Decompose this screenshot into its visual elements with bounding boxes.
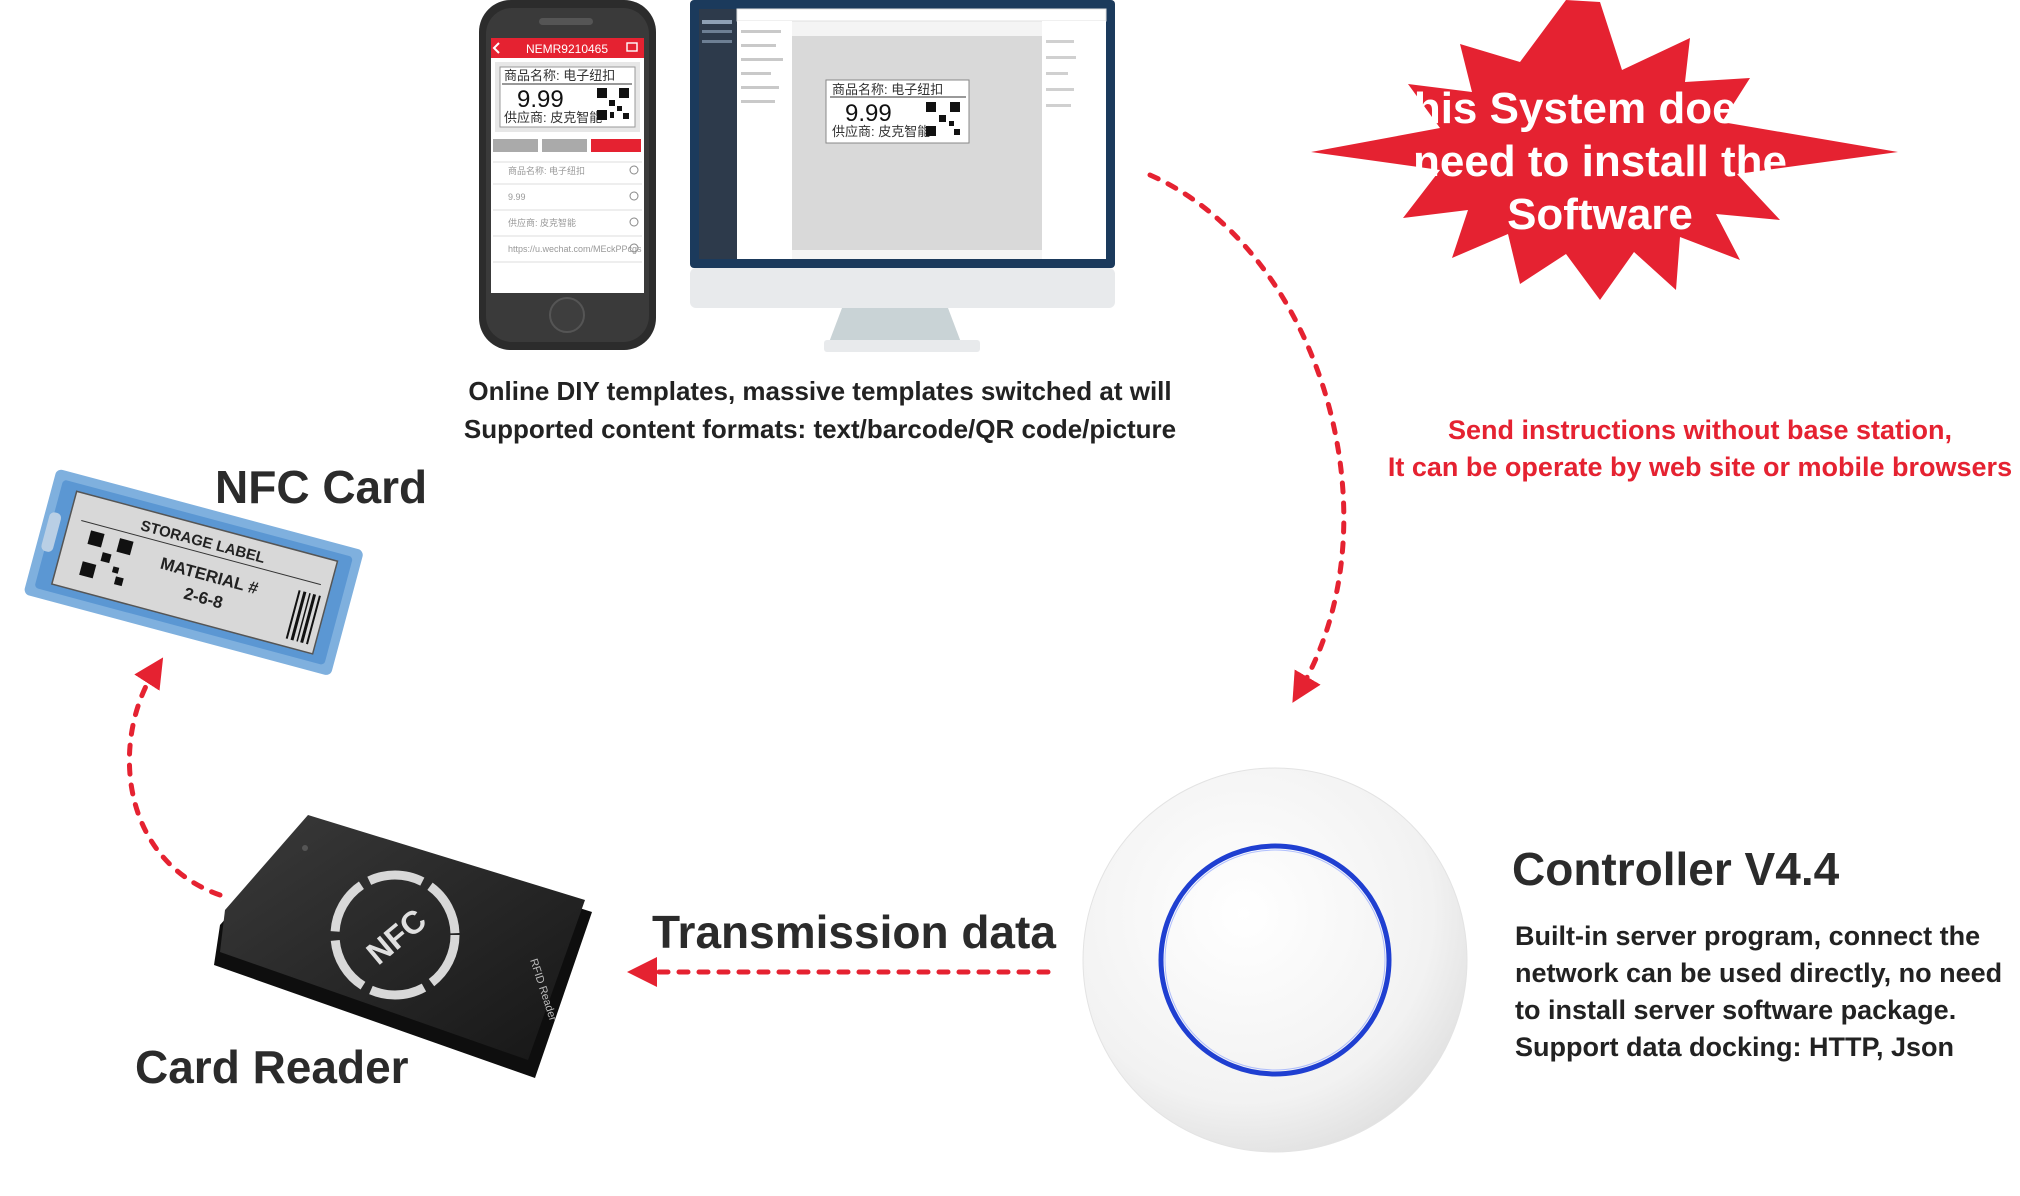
arrow-cloud-to-controller [1147,172,1347,703]
qr-code-icon [926,102,960,136]
clear-icon[interactable] [629,243,639,253]
phone-tab-3[interactable] [591,139,641,152]
devices-caption: Online DIY templates, massive templates … [380,372,1260,448]
book-icon[interactable] [626,42,638,52]
app-sidebar [699,9,737,259]
phone-title-bar [491,38,644,58]
clear-icon[interactable] [629,191,639,201]
controller-device [1082,767,1468,1153]
back-icon[interactable] [492,42,500,54]
starburst-text: This System doesn't need to install the … [1350,82,1850,241]
monitor-mockup: 商品名称: 电子纽扣 9.99 供应商: 皮克智能 [690,0,1115,352]
phone-title: NEMR9210465 [526,42,608,56]
controller-title: Controller V4.4 [1512,843,1840,895]
clear-icon[interactable] [629,165,639,175]
home-button[interactable] [549,297,585,333]
phone-tab-2[interactable] [542,139,587,152]
card-reader-title: Card Reader [135,1041,409,1093]
controller-desc-line-4: Support data docking: HTTP, Json [1515,1032,1955,1062]
phone-mockup: NEMR9210465 商品名称: 电子纽扣 9.99 供应商: 皮克智能 商品… [479,0,656,350]
phone-label-supplier: 供应商: 皮克智能 [504,110,602,125]
barcode-icon [285,590,321,645]
controller-desc-line-1: Built-in server program, connect the [1515,921,1981,951]
clear-icon[interactable] [629,217,639,227]
controller-status-ring [1158,843,1392,1077]
burst-line-2: need to install the [1412,137,1788,186]
phone-field-2[interactable]: 9.99 [508,192,526,202]
red-instructions-note: Send instructions without base station, … [1360,412,2020,486]
qr-code-icon [597,88,629,120]
monitor-label-supplier: 供应商: 皮克智能 [832,124,930,139]
controller-description: Built-in server program, connect the net… [1515,918,2015,1066]
burst-line-3: Software [1507,190,1693,239]
arrows [127,172,1347,987]
burst-line-1: This System doesn't [1386,84,1814,133]
starburst-badge [1311,0,1898,300]
nfc-card: STORAGE LABEL MATERIAL # 2-6-8 [24,469,363,675]
nfc-card-title: NFC Card [215,461,428,513]
controller-desc-line-2: network can be used directly, no need [1515,958,2003,988]
phone-field-4[interactable]: https://u.wechat.com/MEckPPcgs [508,244,642,254]
arrow-reader-to-card [127,657,223,898]
phone-field-list: 商品名称: 电子纽扣 9.99 供应商: 皮克智能 https://u.wech… [493,161,642,263]
red-note-line-1: Send instructions without base station, [1447,415,1953,445]
phone-field-1[interactable]: 商品名称: 电子纽扣 [508,165,585,176]
monitor-label-name: 商品名称: 电子纽扣 [832,82,943,97]
devices-caption-line-2: Supported content formats: text/barcode/… [463,414,1177,444]
transmission-label: Transmission data [652,906,1056,958]
red-note-line-2: It can be operate by web site or mobile … [1387,452,2013,482]
phone-field-3[interactable]: 供应商: 皮克智能 [508,217,576,228]
monitor-label-price: 9.99 [845,100,892,127]
controller-desc-line-3: to install server software package. [1515,995,1957,1025]
card-reader: NFC RFID Reader [214,815,592,1078]
qr-code-icon [79,530,134,587]
devices-caption-line-1: Online DIY templates, massive templates … [468,376,1172,406]
phone-tab-1[interactable] [493,139,538,152]
phone-label-name: 商品名称: 电子纽扣 [504,68,615,83]
phone-label-price: 9.99 [517,86,564,113]
